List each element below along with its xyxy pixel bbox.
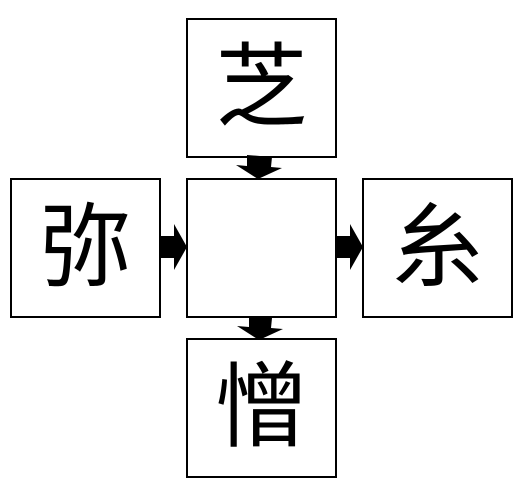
right-character: 糸 (391, 194, 484, 301)
bottom-character-box: 憎 (186, 338, 337, 478)
left-character-box: 弥 (10, 178, 161, 318)
top-character: 芝 (215, 34, 308, 141)
arrow-right-icon (161, 224, 187, 270)
right-character-box: 糸 (362, 178, 513, 318)
center-answer-box[interactable] (186, 178, 337, 318)
left-character: 弥 (39, 194, 132, 301)
arrow-down-icon (237, 316, 283, 340)
arrow-down-icon (236, 155, 282, 179)
bottom-character: 憎 (215, 354, 308, 461)
arrow-right-icon (337, 224, 363, 270)
top-character-box: 芝 (186, 18, 337, 158)
